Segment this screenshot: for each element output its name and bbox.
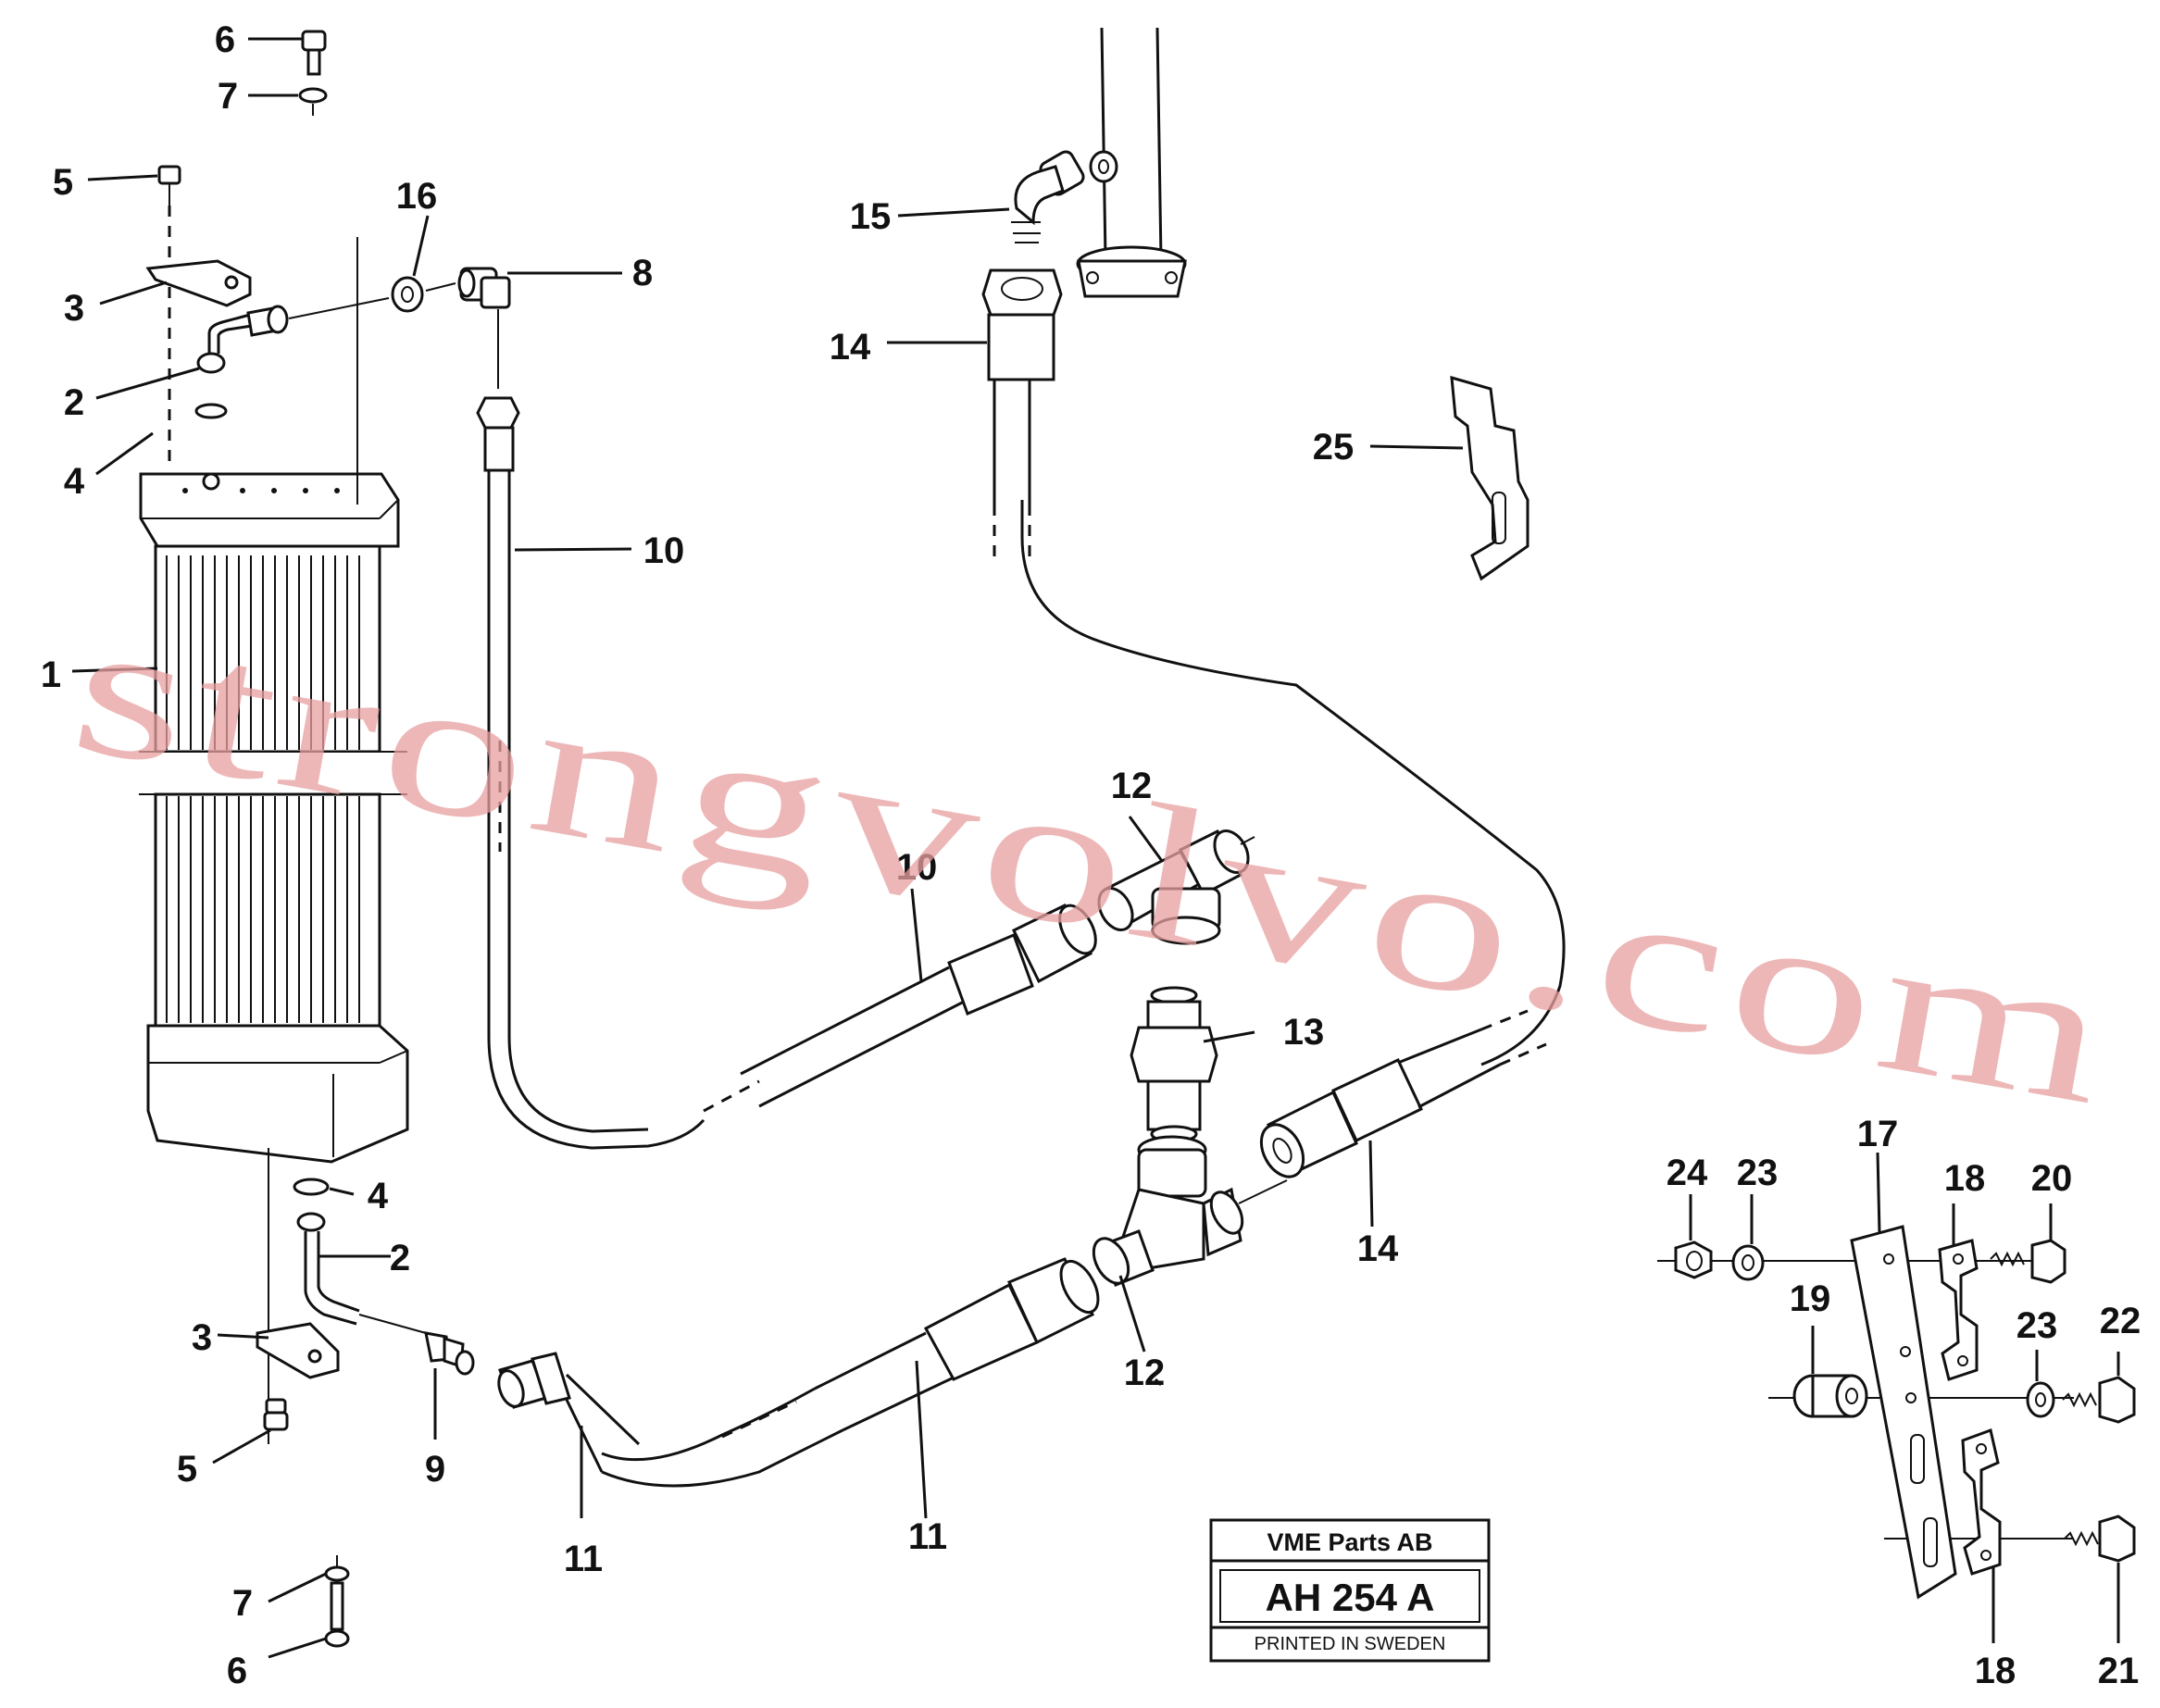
callout-5: 5: [53, 162, 73, 203]
nut-24: [1674, 1240, 1713, 1279]
callout-23-lower: 23: [2016, 1305, 2058, 1346]
callout-14: 14: [830, 327, 871, 368]
callout-23: 23: [1737, 1153, 1779, 1193]
callout-2-lower: 2: [390, 1238, 410, 1278]
bolt-21: [2064, 1515, 2136, 1563]
elbow-8: [457, 267, 511, 309]
screw-6-top: [301, 30, 327, 76]
callout-2: 2: [64, 382, 84, 423]
callout-8: 8: [632, 253, 653, 293]
callout-6: 6: [215, 19, 235, 60]
hose-10-vertical: [476, 396, 705, 1150]
callout-3-lower: 3: [192, 1317, 212, 1358]
callout-25: 25: [1313, 427, 1355, 468]
callout-6-lower: 6: [227, 1651, 247, 1691]
stamp-footer: PRINTED IN SWEDEN: [1255, 1634, 1446, 1654]
leader-lines: [71, 37, 2120, 1659]
hose-14-vertical: [981, 268, 1566, 1066]
callout-4-lower: 4: [368, 1176, 389, 1216]
stamp-company: VME Parts AB: [1267, 1528, 1432, 1556]
tee-12-lower: [1092, 1135, 1288, 1287]
elbow-2-top: [196, 305, 289, 374]
callout-24: 24: [1667, 1153, 1708, 1193]
callout-7: 7: [218, 76, 238, 117]
bracket-3-top: [145, 259, 252, 307]
washer-23-upper: [1731, 1244, 1765, 1281]
screw-5-lower: [263, 1398, 289, 1431]
spacer-19: [1792, 1374, 1868, 1418]
washer-7-lower: [324, 1555, 350, 1582]
stamp-code: AH 254 A: [1266, 1576, 1435, 1619]
clamp-18-lower: [1961, 1428, 2002, 1576]
callout-11-right: 11: [908, 1516, 947, 1557]
callout-14-lower: 14: [1357, 1228, 1399, 1269]
callout-4: 4: [64, 461, 85, 502]
callout-10: 10: [643, 530, 685, 571]
callout-16: 16: [396, 176, 438, 217]
callout-17: 17: [1857, 1114, 1899, 1154]
o-ring-4-top: [194, 403, 228, 419]
callout-3: 3: [64, 288, 84, 329]
callout-18-lower: 18: [1975, 1651, 2016, 1691]
plate-17: [1850, 1225, 1957, 1600]
pipe-upper: [1076, 27, 1187, 298]
callout-12: 12: [1111, 766, 1153, 806]
callout-18: 18: [1944, 1158, 1986, 1199]
callout-21: 21: [2098, 1651, 2140, 1691]
callout-13: 13: [1283, 1012, 1325, 1053]
callout-1: 1: [41, 655, 61, 695]
callouts: 6 7 5 3 2 4 1 16 8 10 15 14 25 12 10 13 …: [41, 19, 2141, 1691]
o-ring-4-lower: [293, 1178, 330, 1196]
callout-20: 20: [2031, 1158, 2073, 1199]
callout-7-lower: 7: [232, 1583, 253, 1624]
callout-12-lower: 12: [1124, 1353, 1166, 1393]
stamp-box: VME Parts AB AH 254 A PRINTED IN SWEDEN: [1209, 1518, 1491, 1663]
clamp-18-upper: [1938, 1239, 1979, 1381]
callout-10-lower: 10: [896, 847, 938, 888]
washer-23-lower: [2026, 1381, 2055, 1418]
tee-12-upper: [1097, 829, 1255, 945]
hose-10-lower: [703, 904, 1097, 1113]
callout-15: 15: [850, 196, 892, 237]
radiator: [139, 472, 409, 1164]
washer-7-top: [298, 87, 328, 116]
callout-11: 11: [564, 1539, 603, 1579]
bracket-3-lower: [256, 1322, 340, 1379]
hose-14-lower: [1259, 1009, 1547, 1178]
hose-11-right: [601, 1257, 1100, 1488]
fitting-13: [1130, 986, 1218, 1143]
elbow-15: [1011, 150, 1118, 243]
screw-6-lower: [324, 1581, 350, 1648]
callout-5-lower: 5: [177, 1449, 197, 1490]
washer-16: [391, 276, 424, 313]
sensor-9: [424, 1331, 475, 1376]
callout-22: 22: [2100, 1301, 2141, 1341]
callout-19: 19: [1790, 1278, 1831, 1319]
bracket-25: [1450, 375, 1529, 581]
elbow-2-lower: [296, 1212, 427, 1334]
bolt-22: [2062, 1376, 2136, 1424]
callout-9: 9: [425, 1449, 445, 1490]
screw-5-top: [157, 165, 181, 463]
hose-11-left: [497, 1352, 641, 1473]
